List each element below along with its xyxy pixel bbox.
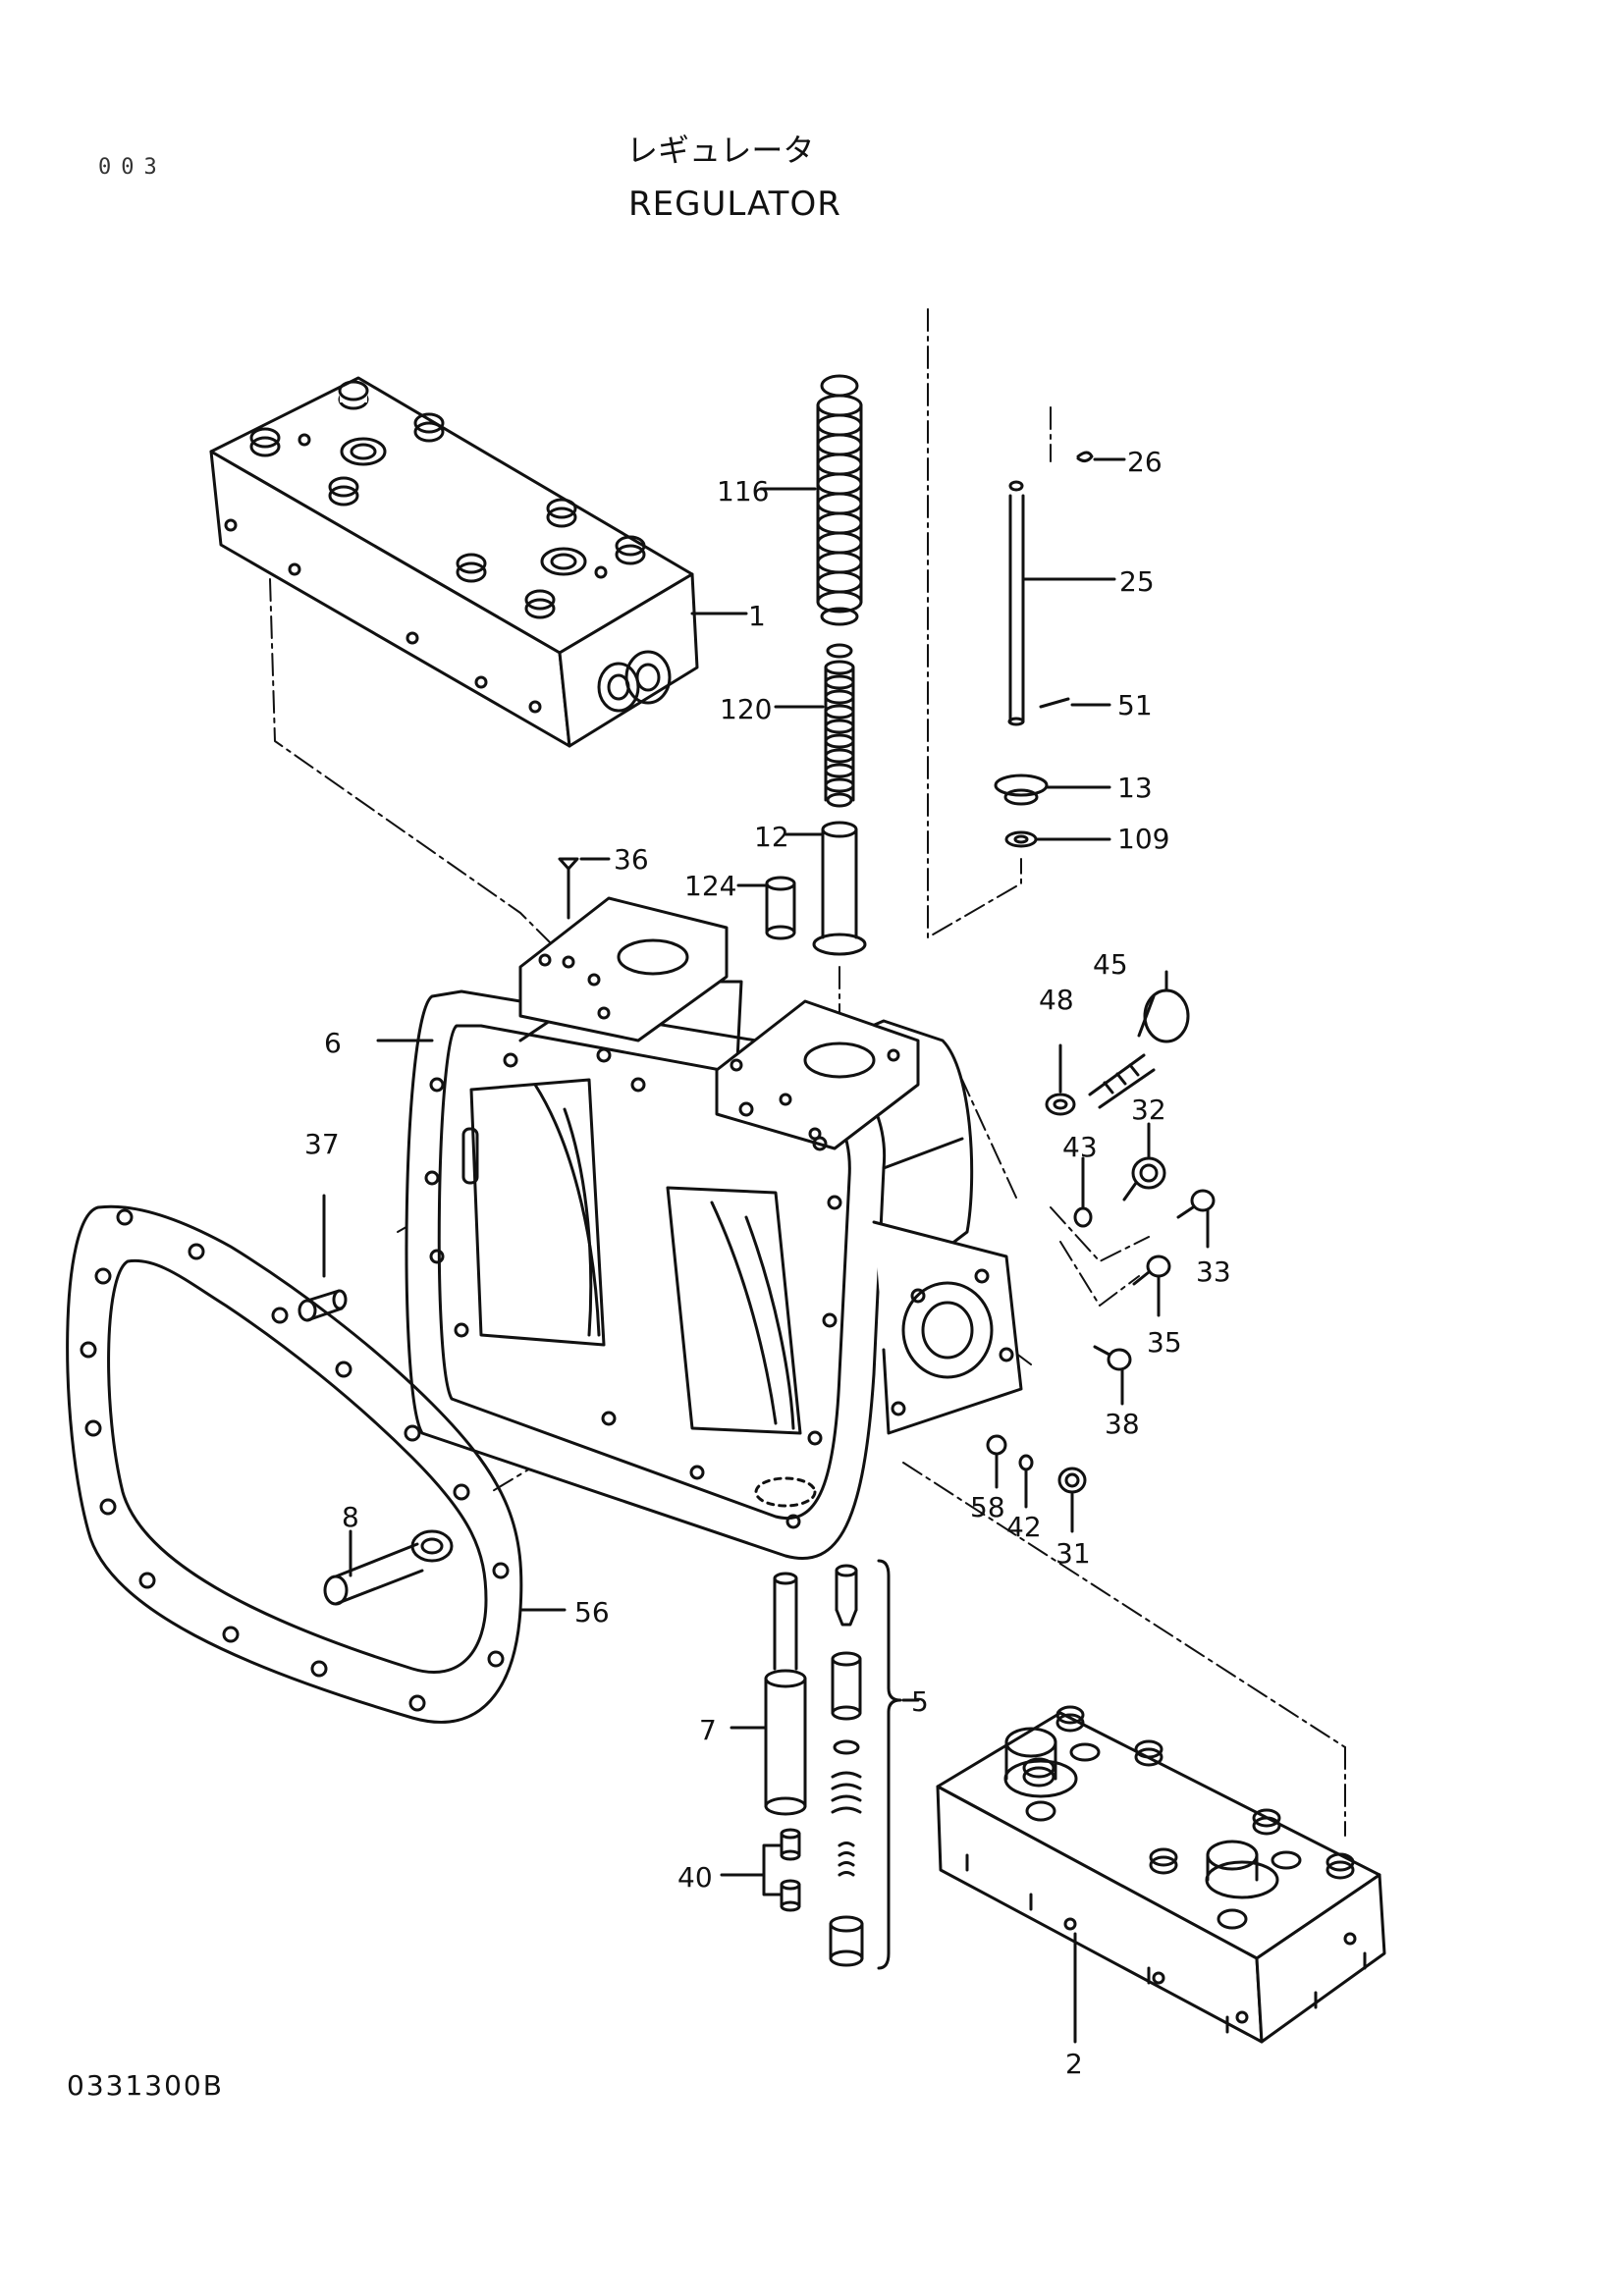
callout-5: 5 <box>911 1685 929 1718</box>
drawing-number: 0331300B <box>67 2069 224 2102</box>
part-35-screw <box>1132 1255 1171 1317</box>
callout-51: 51 <box>1117 689 1153 721</box>
part-40-plugs <box>720 1828 801 1912</box>
callout-40: 40 <box>677 1861 713 1894</box>
part-45-bolt <box>1088 970 1190 1109</box>
part-2-lower-block <box>936 1705 1386 2044</box>
callout-35: 35 <box>1147 1326 1182 1359</box>
part-38-screw <box>1093 1345 1132 1406</box>
callout-43: 43 <box>1062 1131 1098 1163</box>
part-42-oring <box>1018 1454 1034 1509</box>
callout-2: 2 <box>1065 2048 1083 2080</box>
callout-36: 36 <box>614 843 649 876</box>
callout-33: 33 <box>1196 1255 1231 1288</box>
callout-26: 26 <box>1127 446 1163 478</box>
part-37-pin <box>298 1194 348 1322</box>
callout-8: 8 <box>342 1501 359 1533</box>
part-120-spring <box>774 643 855 808</box>
part-12-sleeve <box>784 821 867 956</box>
part-1-upper-block <box>209 376 748 748</box>
callout-120: 120 <box>720 693 772 725</box>
callout-42: 42 <box>1006 1511 1042 1543</box>
callout-109: 109 <box>1117 823 1169 855</box>
callout-1: 1 <box>748 600 766 632</box>
callout-45: 45 <box>1093 948 1128 981</box>
part-25-rod-assembly <box>994 451 1126 848</box>
callout-37: 37 <box>304 1128 340 1160</box>
part-48-washer <box>1045 1043 1076 1116</box>
part-116-spring <box>759 374 863 626</box>
callout-31: 31 <box>1055 1537 1091 1570</box>
page-title: REGULATOR <box>628 185 841 224</box>
part-7-spool <box>730 1572 807 1816</box>
callout-6: 6 <box>324 1027 342 1059</box>
part-6-housing <box>376 896 1023 1561</box>
callout-58: 58 <box>970 1491 1005 1523</box>
callout-13: 13 <box>1117 772 1153 804</box>
part-31-plug <box>1057 1467 1087 1533</box>
title-japanese: レギュレータ <box>626 132 815 169</box>
part-5-valve-stack <box>829 1559 920 1970</box>
callout-12: 12 <box>754 821 789 853</box>
part-8-eye-fitting <box>323 1529 454 1606</box>
callout-56: 56 <box>574 1596 610 1629</box>
callout-25: 25 <box>1119 565 1155 598</box>
part-58-plug <box>986 1434 1007 1489</box>
page-number: 003 <box>98 155 167 180</box>
callout-124: 124 <box>684 870 736 902</box>
callout-116: 116 <box>717 475 769 507</box>
callout-38: 38 <box>1105 1408 1140 1440</box>
part-32-plug <box>1122 1122 1166 1201</box>
part-33-screw <box>1176 1189 1216 1249</box>
callout-7: 7 <box>699 1714 717 1746</box>
part-56-gasket <box>66 1204 567 1724</box>
part-124-plug <box>736 876 796 940</box>
callout-48: 48 <box>1039 984 1074 1016</box>
callout-32: 32 <box>1131 1094 1166 1126</box>
part-36-screw <box>558 857 611 920</box>
part-43-oring <box>1073 1156 1093 1228</box>
